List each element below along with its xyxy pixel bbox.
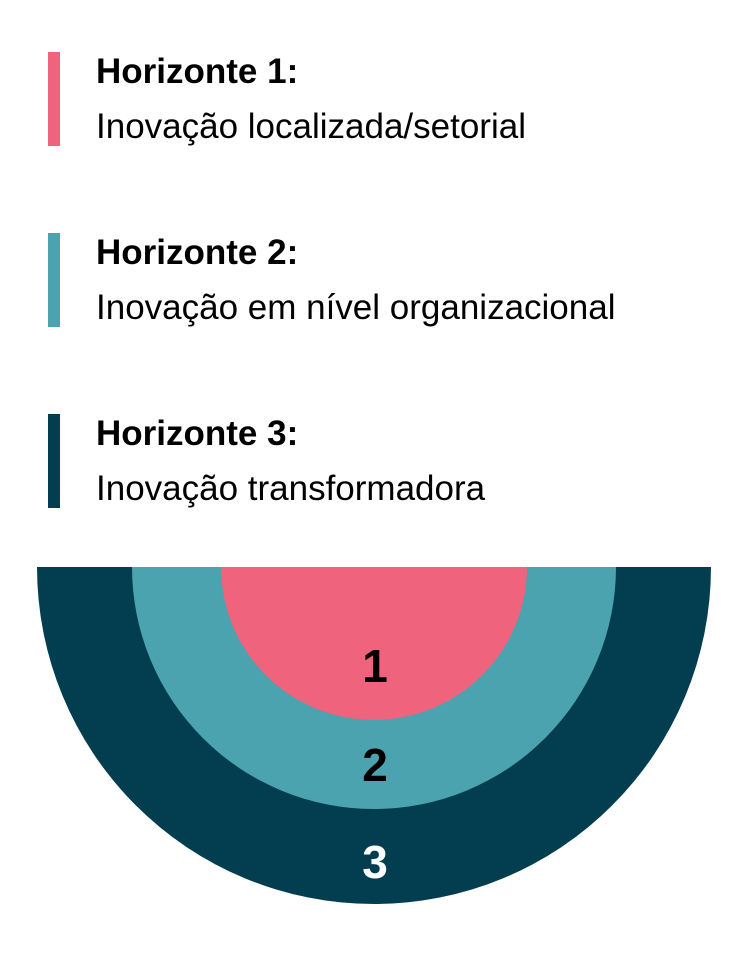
ring-horizon-1 xyxy=(221,567,527,720)
legend-description-horizon-3: Inovação transformadora xyxy=(96,469,486,508)
legend-title-horizon-1: Horizonte 1: xyxy=(96,52,299,91)
ring-label-horizon-1: 1 xyxy=(362,640,388,692)
legend-color-bar-horizon-1 xyxy=(48,52,60,146)
ring-label-horizon-2: 2 xyxy=(362,739,388,791)
ring-label-horizon-3: 3 xyxy=(362,836,388,888)
legend-description-horizon-1: Inovação localizada/setorial xyxy=(96,107,526,146)
legend-color-bar-horizon-3 xyxy=(48,414,60,508)
legend-description-horizon-2: Inovação em nível organizacional xyxy=(96,288,616,327)
legend-color-bar-horizon-2 xyxy=(48,233,60,327)
legend-title-horizon-2: Horizonte 2: xyxy=(96,233,299,272)
legend-title-horizon-3: Horizonte 3: xyxy=(96,414,299,453)
